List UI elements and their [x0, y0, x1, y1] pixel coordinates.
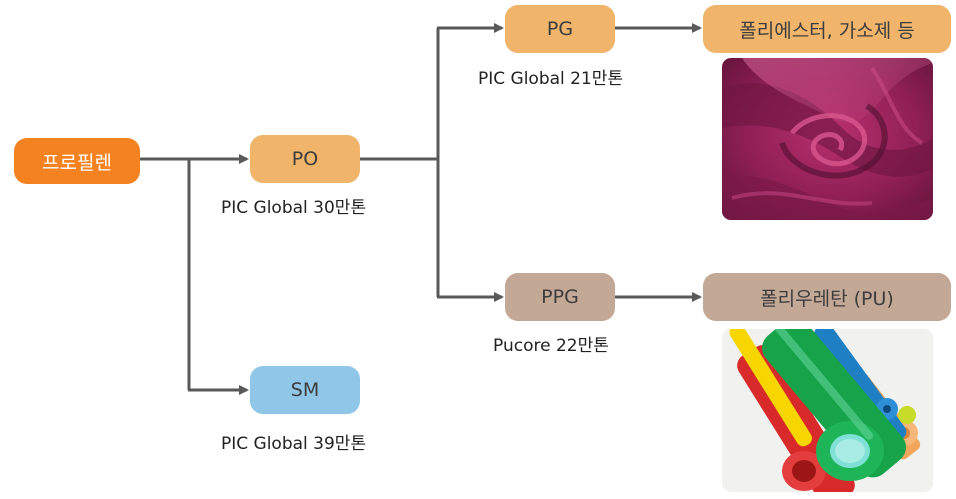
- node-ppg: PPG: [505, 273, 615, 321]
- node-sm: SM: [250, 366, 360, 414]
- caption-pg-capacity: PIC Global 21만톤: [478, 69, 624, 89]
- node-po: PO: [250, 135, 360, 183]
- fabric-photo: [722, 58, 933, 220]
- node-ppg-products: 폴리우레탄 (PU): [703, 273, 951, 321]
- caption-ppg-capacity: Pucore 22만톤: [493, 336, 609, 356]
- node-pg-products: 폴리에스터, 가소제 등: [703, 5, 951, 53]
- node-propylene: 프로필렌: [14, 138, 140, 184]
- node-pg: PG: [505, 5, 615, 53]
- caption-sm-capacity: PIC Global 39만톤: [221, 434, 367, 454]
- tubes-photo: [722, 329, 933, 492]
- caption-po-capacity: PIC Global 30만톤: [221, 198, 367, 218]
